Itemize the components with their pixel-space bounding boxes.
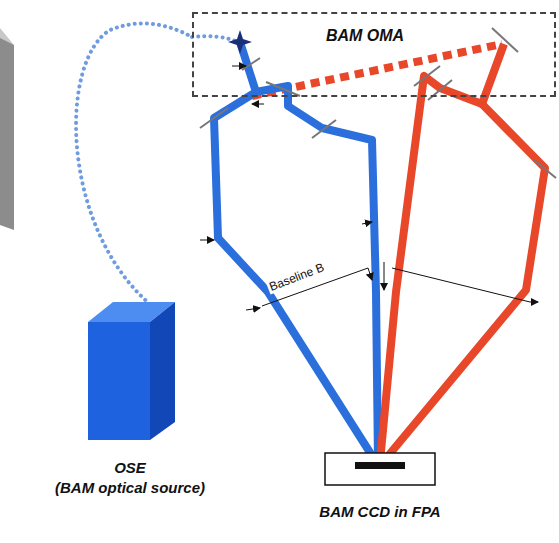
ccd-box: BAM CCD in FPA	[300, 452, 460, 522]
baseline-label: Baseline B	[266, 259, 328, 294]
fpa-rect	[325, 453, 435, 485]
grey-unit	[0, 35, 14, 230]
node-subtitle: (BAM optical source)	[45, 478, 215, 498]
mirror	[200, 28, 556, 178]
cube-front	[88, 322, 150, 440]
blue-beam	[214, 42, 378, 462]
source-box: OSE(BAM optical source)	[45, 300, 215, 498]
optical-fibre	[76, 23, 192, 300]
ccd-bar	[355, 462, 405, 469]
normal-arrow	[200, 66, 372, 310]
node-title: OSE	[45, 458, 215, 478]
grey-unit-top	[0, 28, 14, 45]
node-title: BAM OMA	[194, 26, 536, 46]
source-star	[228, 30, 252, 54]
ccd-frame	[300, 452, 460, 488]
dashed-region: BAM OMA	[192, 12, 556, 97]
cube-side	[150, 302, 175, 440]
red-beam	[380, 44, 545, 462]
node-title: BAM CCD in FPA	[300, 502, 460, 522]
source-cube	[45, 300, 215, 442]
